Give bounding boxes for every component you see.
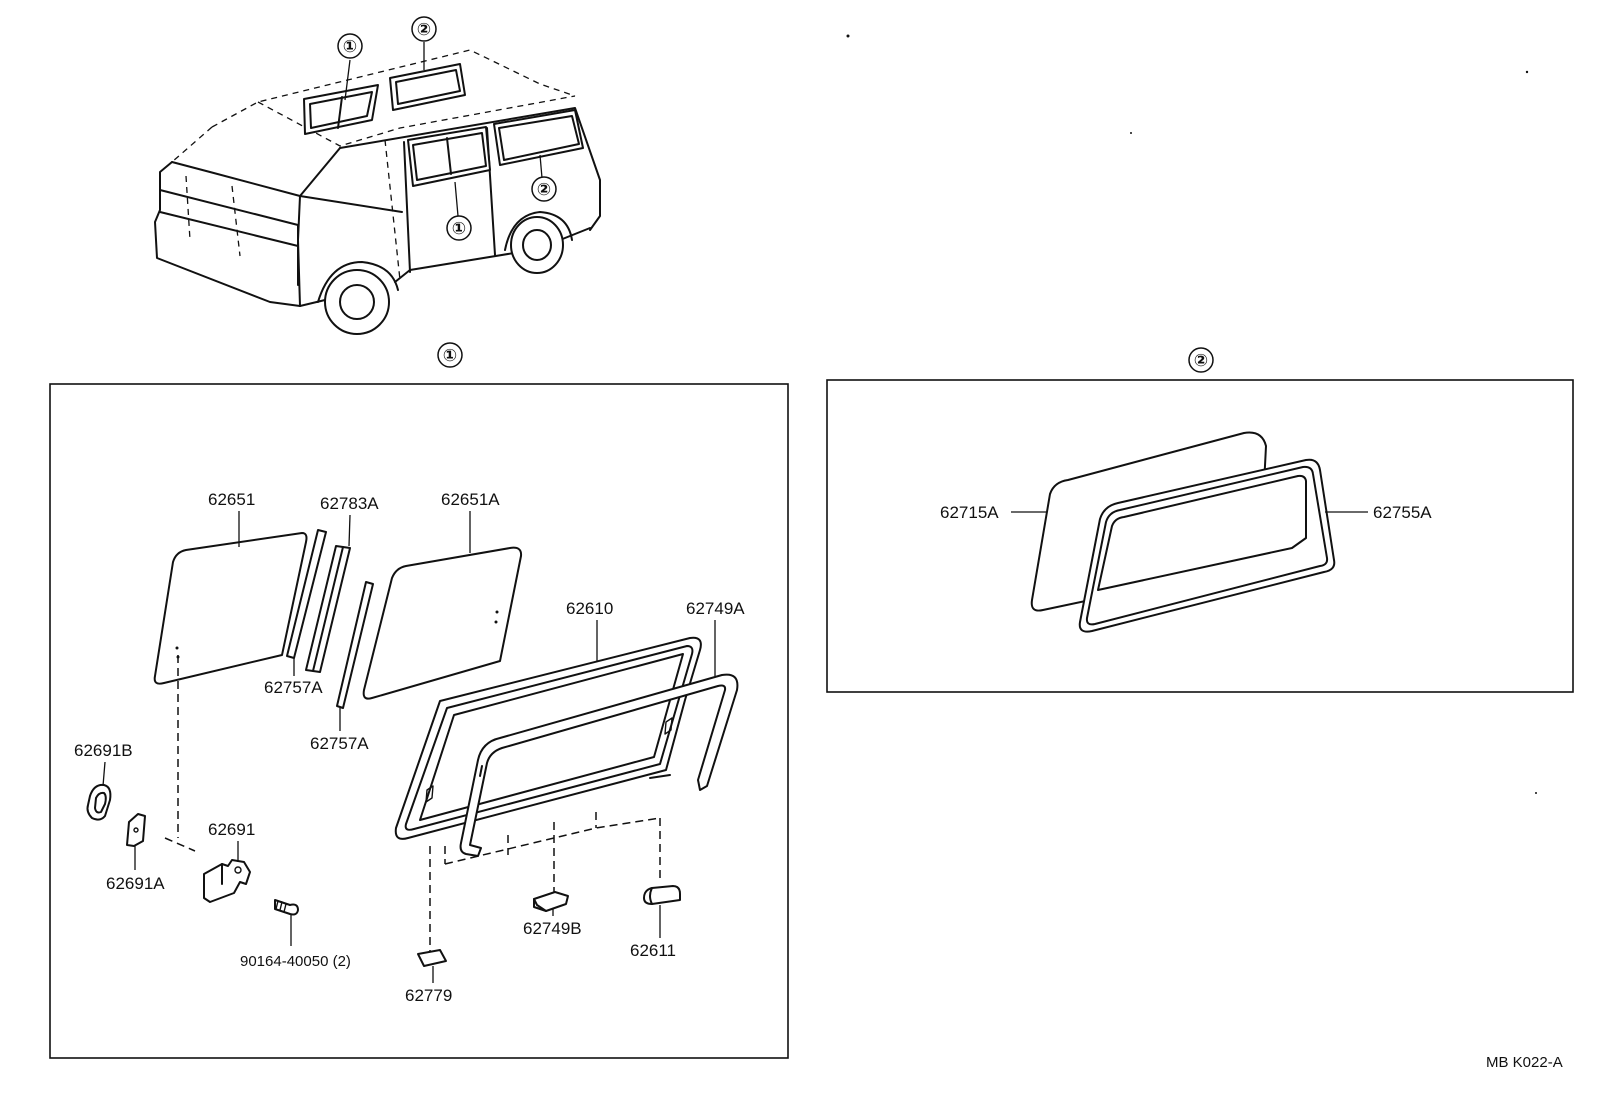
panel-2-header-circle (1188, 347, 1214, 373)
callout-label: ② (537, 180, 551, 199)
panel-1-header: ① (443, 346, 457, 365)
callout-label: ① (452, 219, 466, 238)
clip-62691B (86, 783, 112, 821)
part-label-62715A: 62715A (940, 503, 999, 522)
panel-1-frame (49, 383, 789, 1059)
callout-circle (531, 176, 557, 202)
part-label-62749A: 62749A (686, 599, 745, 618)
part-label-62691B: 62691B (74, 741, 133, 760)
stopper-62611 (643, 885, 681, 905)
part-label-62755A: 62755A (1373, 503, 1432, 522)
part-label-90164-40050: 90164-40050 (2) (240, 953, 351, 970)
panel-2-header: ② (1194, 351, 1208, 370)
part-label-62691A: 62691A (106, 874, 165, 893)
part-label-62651A: 62651A (441, 490, 500, 509)
callout-circle (337, 33, 363, 59)
part-label-62749B: 62749B (523, 919, 582, 938)
part-label-62757A-lower: 62757A (310, 734, 369, 753)
part-label-62757A-upper: 62757A (264, 678, 323, 697)
callout-label: ① (343, 37, 357, 56)
panel-2: ② 62715A 62755A (826, 347, 1574, 693)
screw-90164-40050 (274, 899, 299, 916)
panel-2-frame (826, 379, 1574, 693)
glass-62651A (362, 546, 523, 700)
weatherstrip-62755A (1078, 458, 1336, 633)
callout-label: ② (417, 20, 431, 39)
van-overview-illustration: ① ② ② ① (154, 16, 601, 335)
panel-1-header-circle (437, 342, 463, 368)
part-label-62651: 62651 (208, 490, 255, 509)
glass-62651 (153, 532, 308, 685)
slider-62749B (533, 891, 569, 912)
part-label-62779: 62779 (405, 986, 452, 1005)
part-label-62691: 62691 (208, 820, 255, 839)
part-label-62783A: 62783A (320, 494, 379, 513)
runner-62749A (459, 673, 739, 857)
pad-62779 (417, 949, 447, 967)
callout-circle (446, 215, 472, 241)
part-label-62611: 62611 (630, 941, 676, 960)
part-label-62610: 62610 (566, 599, 613, 618)
callout-circle (411, 16, 437, 42)
figure-code: MB K022-A (1486, 1054, 1563, 1071)
latch-62691 (203, 859, 251, 903)
panel-1: ① 62651 62783A 62757A 62757A 62651A 6261… (49, 342, 789, 1059)
plate-62691A (126, 813, 146, 847)
